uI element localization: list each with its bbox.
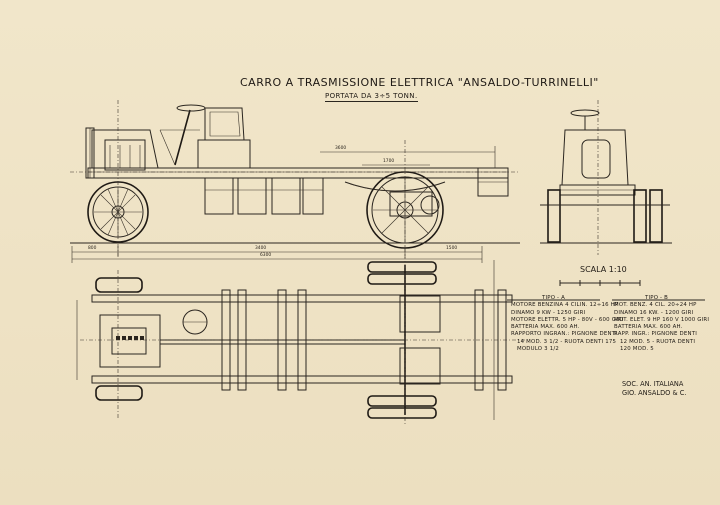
spec-type-a-heading: TIPO - A [541, 295, 566, 301]
dimension-front-overhang: 800 [88, 246, 97, 251]
spec-type-a-line: 14 MOD. 3 1/2 - RUOTA DENTI 175 [517, 338, 617, 345]
drawing-subtitle: PORTATA DA 3÷5 TONN. [325, 92, 418, 102]
drawing-title: CARRO A TRASMISSIONE ELETTRICA "ANSALDO-… [240, 76, 599, 89]
dimension-mid-span: 1700 [383, 159, 395, 164]
side-elevation-view [70, 100, 520, 263]
dimension-wheelbase: 3400 [255, 246, 267, 251]
spec-type-b-line: BATTERIA MAX. 600 AH. [614, 324, 683, 331]
spec-type-a-line: RAPPORTO INGRAN.: PIGNONE DENTI [511, 331, 617, 338]
spec-type-a-line: BATTERIA MAX. 600 AH. [511, 324, 580, 331]
spec-type-b-heading: TIPO - B [644, 295, 669, 301]
spec-type-b: TIPO - B MOT. BENZ. 4 CIL. 20÷24 HP DINA… [614, 295, 709, 353]
dimension-top-span: 3600 [335, 146, 347, 151]
spec-type-b-line: RAPP. INGR.: PIGNONE DENTI [614, 331, 698, 338]
spec-type-a: TIPO - A MOTORE BENZINA 4 CILIN. 12÷16 H… [511, 295, 624, 353]
scale-label: SCALA 1:10 [580, 265, 627, 274]
maker-line-2: GIO. ANSALDO & C. [622, 389, 687, 397]
dimension-rear-overhang: 1500 [446, 246, 458, 251]
spec-type-b-line: DINAMO 16 KW. - 1200 GIRI [614, 309, 694, 316]
scale-bar [559, 280, 641, 286]
spec-type-a-line: MODULO 3 1/2 [517, 346, 559, 353]
spec-type-a-line: MOTORE ELETTR. 5 HP - 80V - 600 GIRI [511, 316, 624, 323]
spec-type-a-line: MOTORE BENZINA 4 CILIN. 12÷16 HP [511, 302, 619, 309]
spec-type-a-line: DINAMO 9 KW - 1250 GIRI [511, 309, 586, 316]
spec-type-b-line: MOT. BENZ. 4 CIL. 20÷24 HP [614, 302, 697, 309]
maker-line-1: SOC. AN. ITALIANA [622, 380, 684, 388]
spec-type-b-line: MOT. ELET. 9 HP 160 V 1000 GIRI [614, 316, 710, 323]
front-view [540, 100, 672, 255]
maker-block: SOC. AN. ITALIANA GIO. ANSALDO & C. [622, 380, 686, 398]
spec-type-b-line: 120 MOD. 5 [620, 346, 654, 353]
plan-view [76, 255, 525, 425]
spec-type-b-line: 12 MOD. 5 - RUOTA DENTI [620, 338, 696, 345]
dimension-total-length: 6300 [260, 253, 272, 258]
